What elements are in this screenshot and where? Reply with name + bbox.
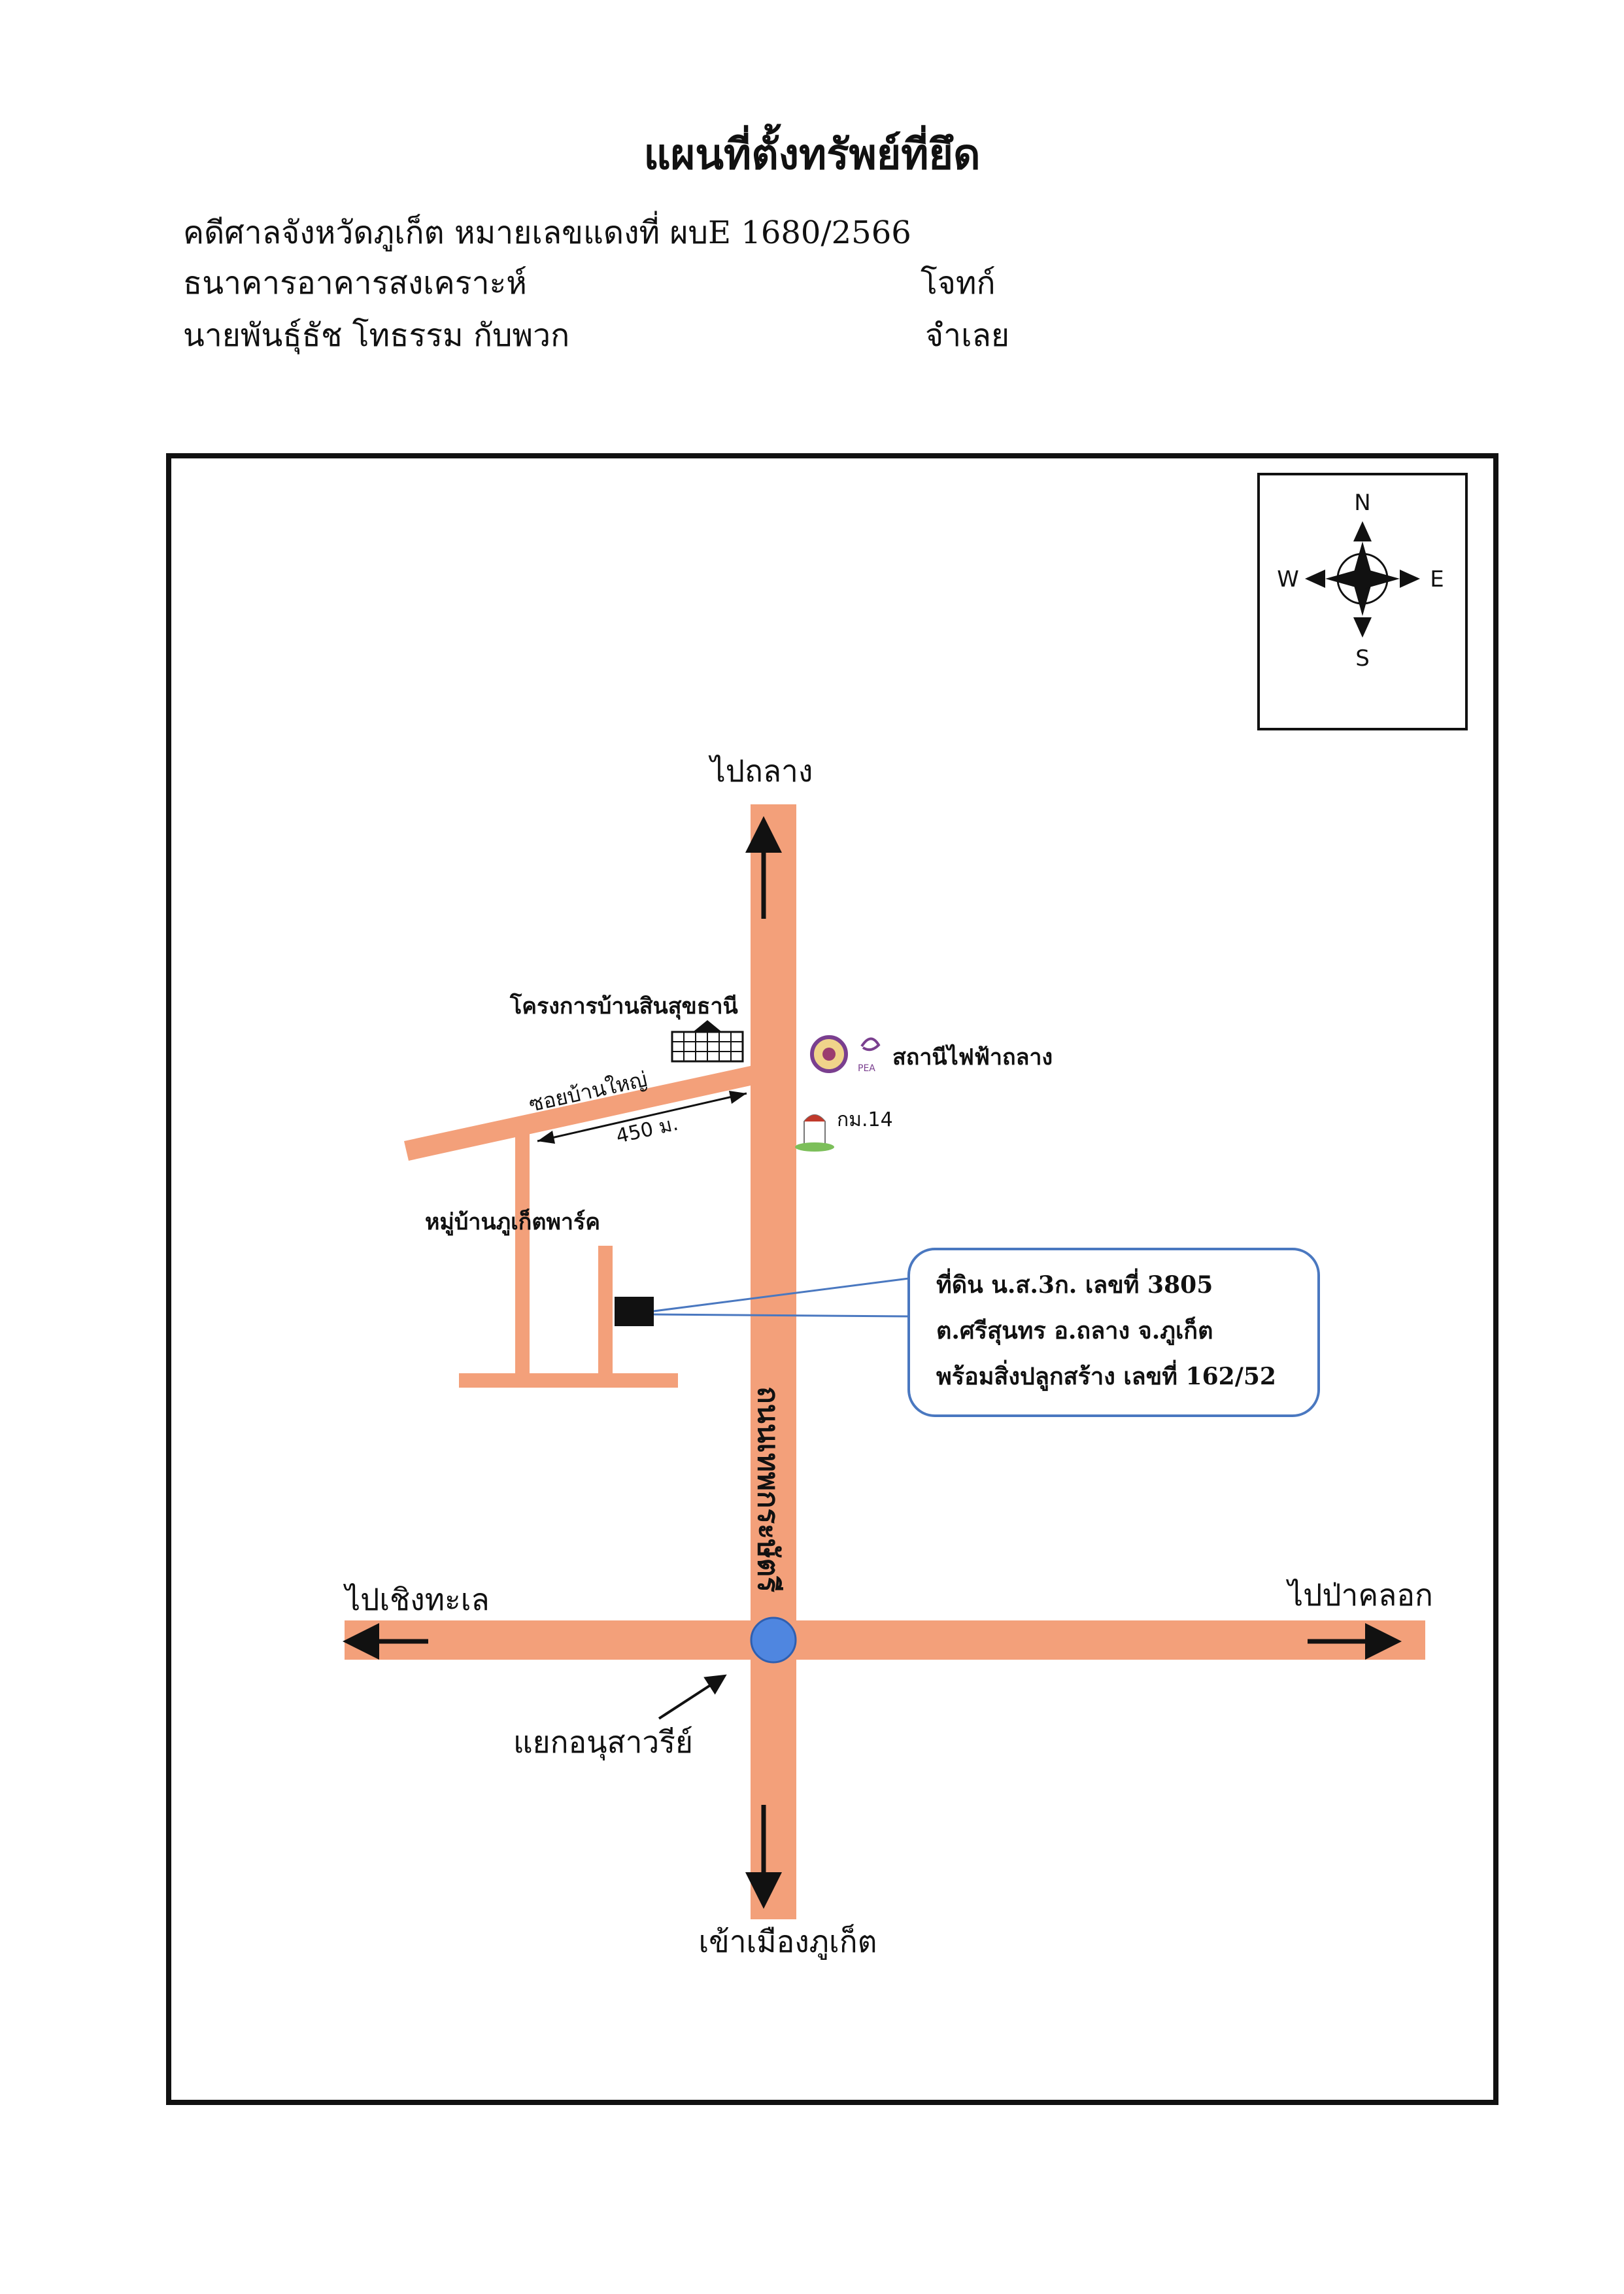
north-arrow-icon [1353,521,1372,541]
compass-needle-ew-icon [1325,568,1400,589]
pea-logo-text: PEA [858,1063,875,1074]
direction-south-label: เข้าเมืองภูเก็ต [699,1924,877,1960]
main-road-label: ถนนเทพกระษัตรี [751,1386,785,1592]
km-marker-label: กม.14 [837,1108,893,1131]
property-building-number: พร้อมสิ่งปลูกสร้าง เลขที่ 162/52 [936,1360,1276,1392]
direction-north-label: ไปถลาง [708,753,813,789]
main-road [751,804,796,1919]
pea-logo-icon: PEA [810,1035,881,1074]
housing-project-building-icon [671,1020,744,1063]
plaintiff-role: โจทก์ [921,265,996,301]
callout-pointer-line [653,1277,909,1312]
dimension-arrow-left-icon [537,1131,555,1144]
road-network [345,804,1425,1919]
intersection-label: แยกอนุสาวรีย์ [513,1724,693,1761]
defendant-role: จำเลย [925,317,1010,354]
cross-road [345,1620,1425,1660]
case-number-line: คดีศาลจังหวัดภูเก็ต หมายเลขแดงที่ ผบE 16… [183,214,911,251]
direction-arrows [343,816,1402,1909]
south-arrow-icon [1353,617,1372,638]
direction-east-label: ไปป่าคลอก [1285,1577,1433,1613]
pea-station-label: สถานีไฟฟ้าถลาง [892,1044,1053,1070]
soi-distance-label: 450 ม. [614,1112,680,1148]
plaintiff-name: ธนาคารอาคารสงเคราะห์ [183,265,527,301]
callout-pointer-line-lower [653,1313,909,1318]
east-arrow-icon [1400,570,1420,588]
village-label: หมู่บ้านภูเก็ตพาร์ค [425,1208,600,1236]
soi-road [404,1066,751,1161]
compass-north-label: N [1354,490,1370,516]
compass-east-label: E [1430,566,1444,592]
village-road-1 [515,1131,530,1383]
distance-dimension-line [537,1092,747,1142]
village-road-bottom [459,1373,678,1388]
property-marker [615,1297,654,1326]
dimension-arrow-right-icon [729,1091,747,1104]
property-callout-box [907,1248,1320,1417]
defendant-name: นายพันธุ์ธัช โทธรรม กับพวก [183,317,570,354]
west-arrow-icon [1305,570,1325,588]
compass-rose: N S W E [1257,473,1468,730]
compass-south-label: S [1355,645,1370,672]
property-location: ต.ศรีสุนทร อ.ถลาง จ.ภูเก็ต [936,1316,1213,1346]
roundabout-icon [750,1617,797,1664]
housing-project-label: โครงการบ้านสินสุขธานี [509,993,738,1020]
intersection-pointer-arrow-icon [658,1674,727,1720]
km-marker-icon [795,1114,834,1152]
compass-west-label: W [1277,566,1299,592]
village-road-2 [598,1246,613,1383]
page-title: แผนที่ตั้งทรัพย์ที่ยึด [643,130,981,179]
map-frame [166,453,1498,2105]
direction-west-label: ไปเชิงทะเล [343,1582,490,1617]
property-title-deed: ที่ดิน น.ส.3ก. เลขที่ 3805 [936,1268,1213,1299]
